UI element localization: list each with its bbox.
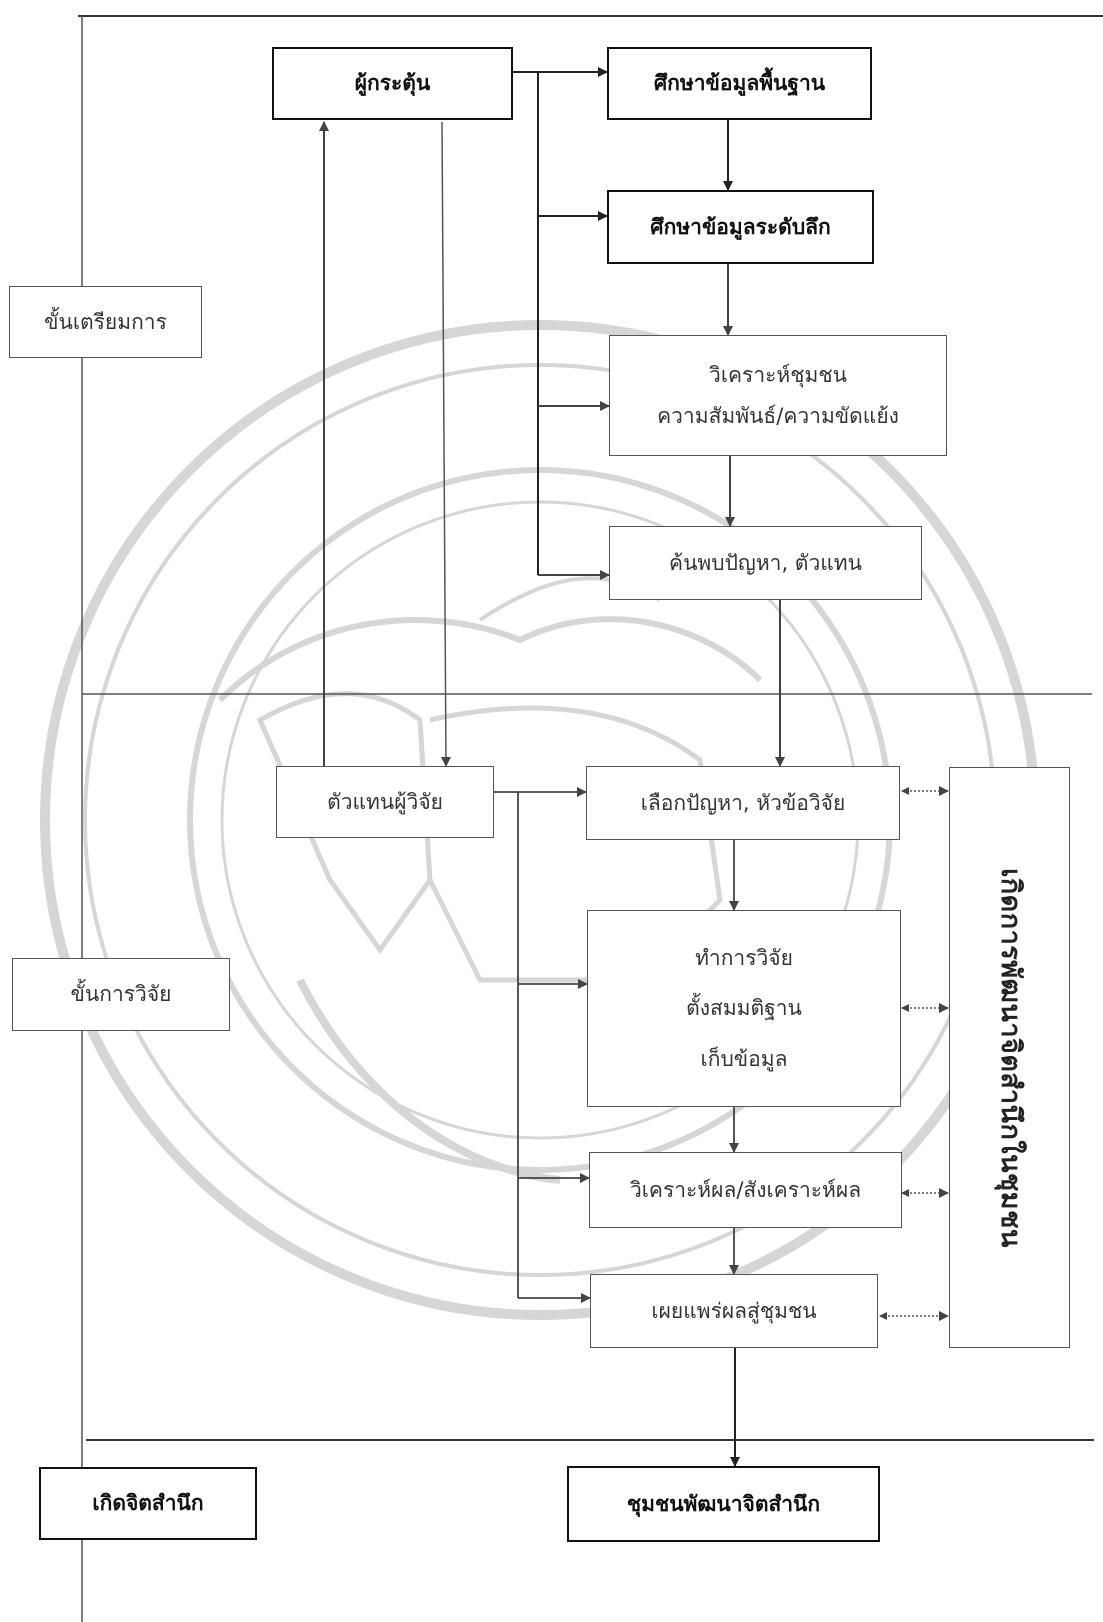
discover-box: ค้นพบปัญหา, ตัวแทน <box>609 526 922 600</box>
community-analysis-box: วิเคราะห์ชุมชน ความสัมพันธ์/ความขัดแย้ง <box>609 335 947 456</box>
deep-data-box: ศึกษาข้อมูลระดับลึก <box>607 190 874 264</box>
stage-awareness-label: เกิดจิตสำนึก <box>39 1467 257 1540</box>
community-analysis-line1: วิเคราะห์ชุมชน <box>709 362 847 387</box>
researcher-rep-box: ตัวแทนผู้วิจัย <box>276 766 494 838</box>
disseminate-box: เผยแพร่ผลสู่ชุมชน <box>590 1274 878 1348</box>
researcher-rep-text: ตัวแทนผู้วิจัย <box>327 789 443 814</box>
stage-separators <box>78 15 1103 1622</box>
conduct-research-box: ทำการวิจัย ตั้งสมมติฐาน เก็บข้อมูล <box>587 910 901 1107</box>
stage-research-text: ขั้นการวิจัย <box>70 982 172 1007</box>
vertical-outcome-text: เกิดการพัฒนาจิตสำนึกในชุมชน <box>994 867 1026 1248</box>
community-dev-box: ชุมชนพัฒนาจิตสำนึก <box>567 1466 880 1542</box>
vertical-outcome-box: เกิดการพัฒนาจิตสำนึกในชุมชน <box>949 767 1070 1348</box>
conduct-line1: ทำการวิจัย <box>695 946 793 971</box>
stage-preparation-label: ขั้นเตรียมการ <box>9 286 202 358</box>
conduct-line2: ตั้งสมมติฐาน <box>686 996 802 1021</box>
select-problem-text: เลือกปัญหา, หัวข้อวิจัย <box>640 790 846 815</box>
stimulator-box: ผู้กระตุ้น <box>272 47 513 120</box>
basic-data-box: ศึกษาข้อมูลพื้นฐาน <box>607 47 872 120</box>
community-dev-text: ชุมชนพัฒนาจิตสำนึก <box>626 1491 821 1516</box>
community-analysis-line2: ความสัมพันธ์/ความขัดแย้ง <box>657 404 899 429</box>
stage-preparation-text: ขั้นเตรียมการ <box>44 309 167 334</box>
discover-text: ค้นพบปัญหา, ตัวแทน <box>669 550 862 575</box>
disseminate-text: เผยแพร่ผลสู่ชุมชน <box>651 1298 817 1323</box>
stage-research-label: ขั้นการวิจัย <box>12 958 230 1031</box>
analyze-results-text: วิเคราะห์ผล/สังเคราะห์ผล <box>629 1177 862 1202</box>
conduct-line3: เก็บข้อมูล <box>700 1046 788 1071</box>
basic-data-text: ศึกษาข้อมูลพื้นฐาน <box>653 71 826 96</box>
select-problem-box: เลือกปัญหา, หัวข้อวิจัย <box>586 766 900 840</box>
stimulator-text: ผู้กระตุ้น <box>354 71 431 96</box>
analyze-results-box: วิเคราะห์ผล/สังเคราะห์ผล <box>589 1152 902 1228</box>
stage-awareness-text: เกิดจิตสำนึก <box>92 1491 204 1516</box>
deep-data-text: ศึกษาข้อมูลระดับลึก <box>650 214 831 239</box>
